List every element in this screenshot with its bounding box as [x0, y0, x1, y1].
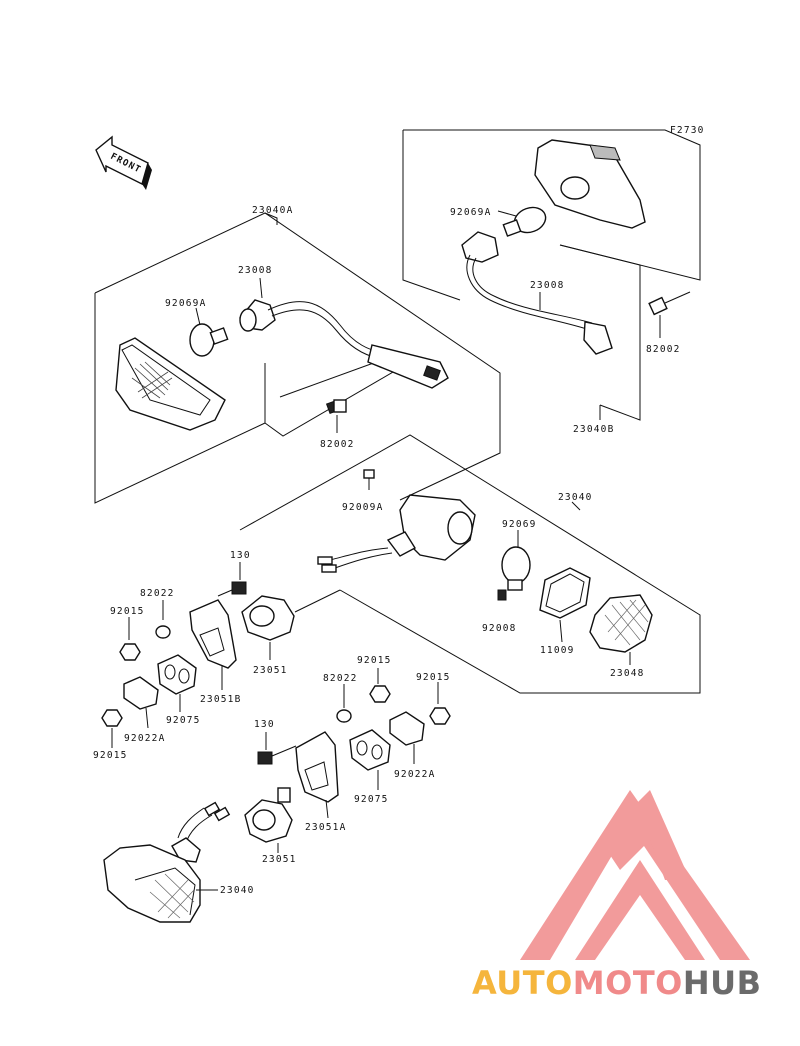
- socket-23008-right: [461, 231, 499, 263]
- label-92069A-top: 92069A: [165, 298, 207, 309]
- label-92009A: 92009A: [342, 502, 384, 513]
- nut-92015-a: [119, 643, 141, 661]
- front-arrow-icon: FRONT: [95, 135, 152, 190]
- nut-92015-c: [369, 685, 391, 703]
- rubber-92075-b: [349, 729, 391, 771]
- bulb-92069: [501, 546, 531, 584]
- label-130-b: 130: [254, 719, 275, 730]
- figure-code: F2730: [670, 125, 705, 136]
- watermark-part1: AUTO: [472, 964, 573, 1002]
- bolt-130-b: [257, 751, 273, 765]
- nut-92015-d: [429, 707, 451, 725]
- label-23051-b: 23051: [262, 854, 297, 865]
- plate-92022A-a: [123, 676, 159, 710]
- mounting-hardware-right: 92015 92015 82022 130 23051A 92075 92022…: [244, 655, 451, 865]
- watermark-wordmark: AUTOMOTOHUB: [472, 964, 762, 1002]
- rubber-92075-a: [157, 654, 197, 695]
- label-92075-a: 92075: [166, 715, 201, 726]
- label-92015-a: 92015: [110, 606, 145, 617]
- washer-82022-b: [336, 709, 352, 723]
- turn-signal-23040-bottom: 23040: [103, 801, 255, 923]
- label-23040-mid: 23040: [558, 492, 593, 503]
- label-23051A: 23051A: [305, 822, 347, 833]
- group-23040-mid: 23040 92009A 92069 92008 11009: [239, 434, 701, 694]
- label-92069A-right: 92069A: [450, 207, 492, 218]
- bolt-130-a: [231, 581, 247, 595]
- label-92075-b: 92075: [354, 794, 389, 805]
- housing-23040-bottom: [103, 844, 201, 923]
- gasket-11009: [539, 567, 591, 619]
- label-92022A-a: 92022A: [124, 733, 166, 744]
- lens-23040B: [534, 139, 646, 229]
- washer-82022-a: [155, 625, 171, 639]
- label-23051B: 23051B: [200, 694, 242, 705]
- mounting-hardware-left: 130 82022 92015 23051B 23051 92075 92022…: [93, 550, 295, 761]
- label-23040A: 23040A: [252, 205, 294, 216]
- lens-23040A: [115, 337, 226, 431]
- watermark-part3: HUB: [683, 964, 762, 1002]
- label-92069: 92069: [502, 519, 537, 530]
- watermark-part2: MOTO: [573, 964, 683, 1002]
- lens-23048: [589, 594, 653, 653]
- label-130-a: 130: [230, 550, 251, 561]
- label-92022A-b: 92022A: [394, 769, 436, 780]
- label-82022-a: 82022: [140, 588, 175, 599]
- bulb-92069A: [189, 323, 215, 357]
- label-23040B: 23040B: [573, 424, 615, 435]
- bracket-23051A: [295, 731, 339, 803]
- label-23048: 23048: [610, 668, 645, 679]
- automotohub-logo-icon: [520, 790, 750, 960]
- label-23051-a: 23051: [253, 665, 288, 676]
- screw-92009A: [363, 469, 375, 490]
- label-82002-left: 82002: [320, 439, 355, 450]
- group-23040B: 23040B 92069A 23008 82002: [402, 129, 701, 435]
- bracket-23051B: [189, 599, 237, 669]
- label-82022-b: 82022: [323, 673, 358, 684]
- label-23008-right: 23008: [530, 280, 565, 291]
- label-11009: 11009: [540, 645, 575, 656]
- group-23040A: 23040A 92069A 23008 82002: [94, 205, 501, 504]
- screw-92008: [497, 589, 507, 601]
- plate-92022A-b: [389, 711, 425, 746]
- label-92015-c: 92015: [357, 655, 392, 666]
- label-23040-bottom: 23040: [220, 885, 255, 896]
- nut-92015-b: [101, 709, 123, 727]
- screw-82002-right: [648, 291, 691, 316]
- label-23008-top: 23008: [238, 265, 273, 276]
- label-92008: 92008: [482, 623, 517, 634]
- label-92015-b: 92015: [93, 750, 128, 761]
- screw-82002-left: [325, 399, 347, 415]
- label-82002-right: 82002: [646, 344, 681, 355]
- label-92015-d: 92015: [416, 672, 451, 683]
